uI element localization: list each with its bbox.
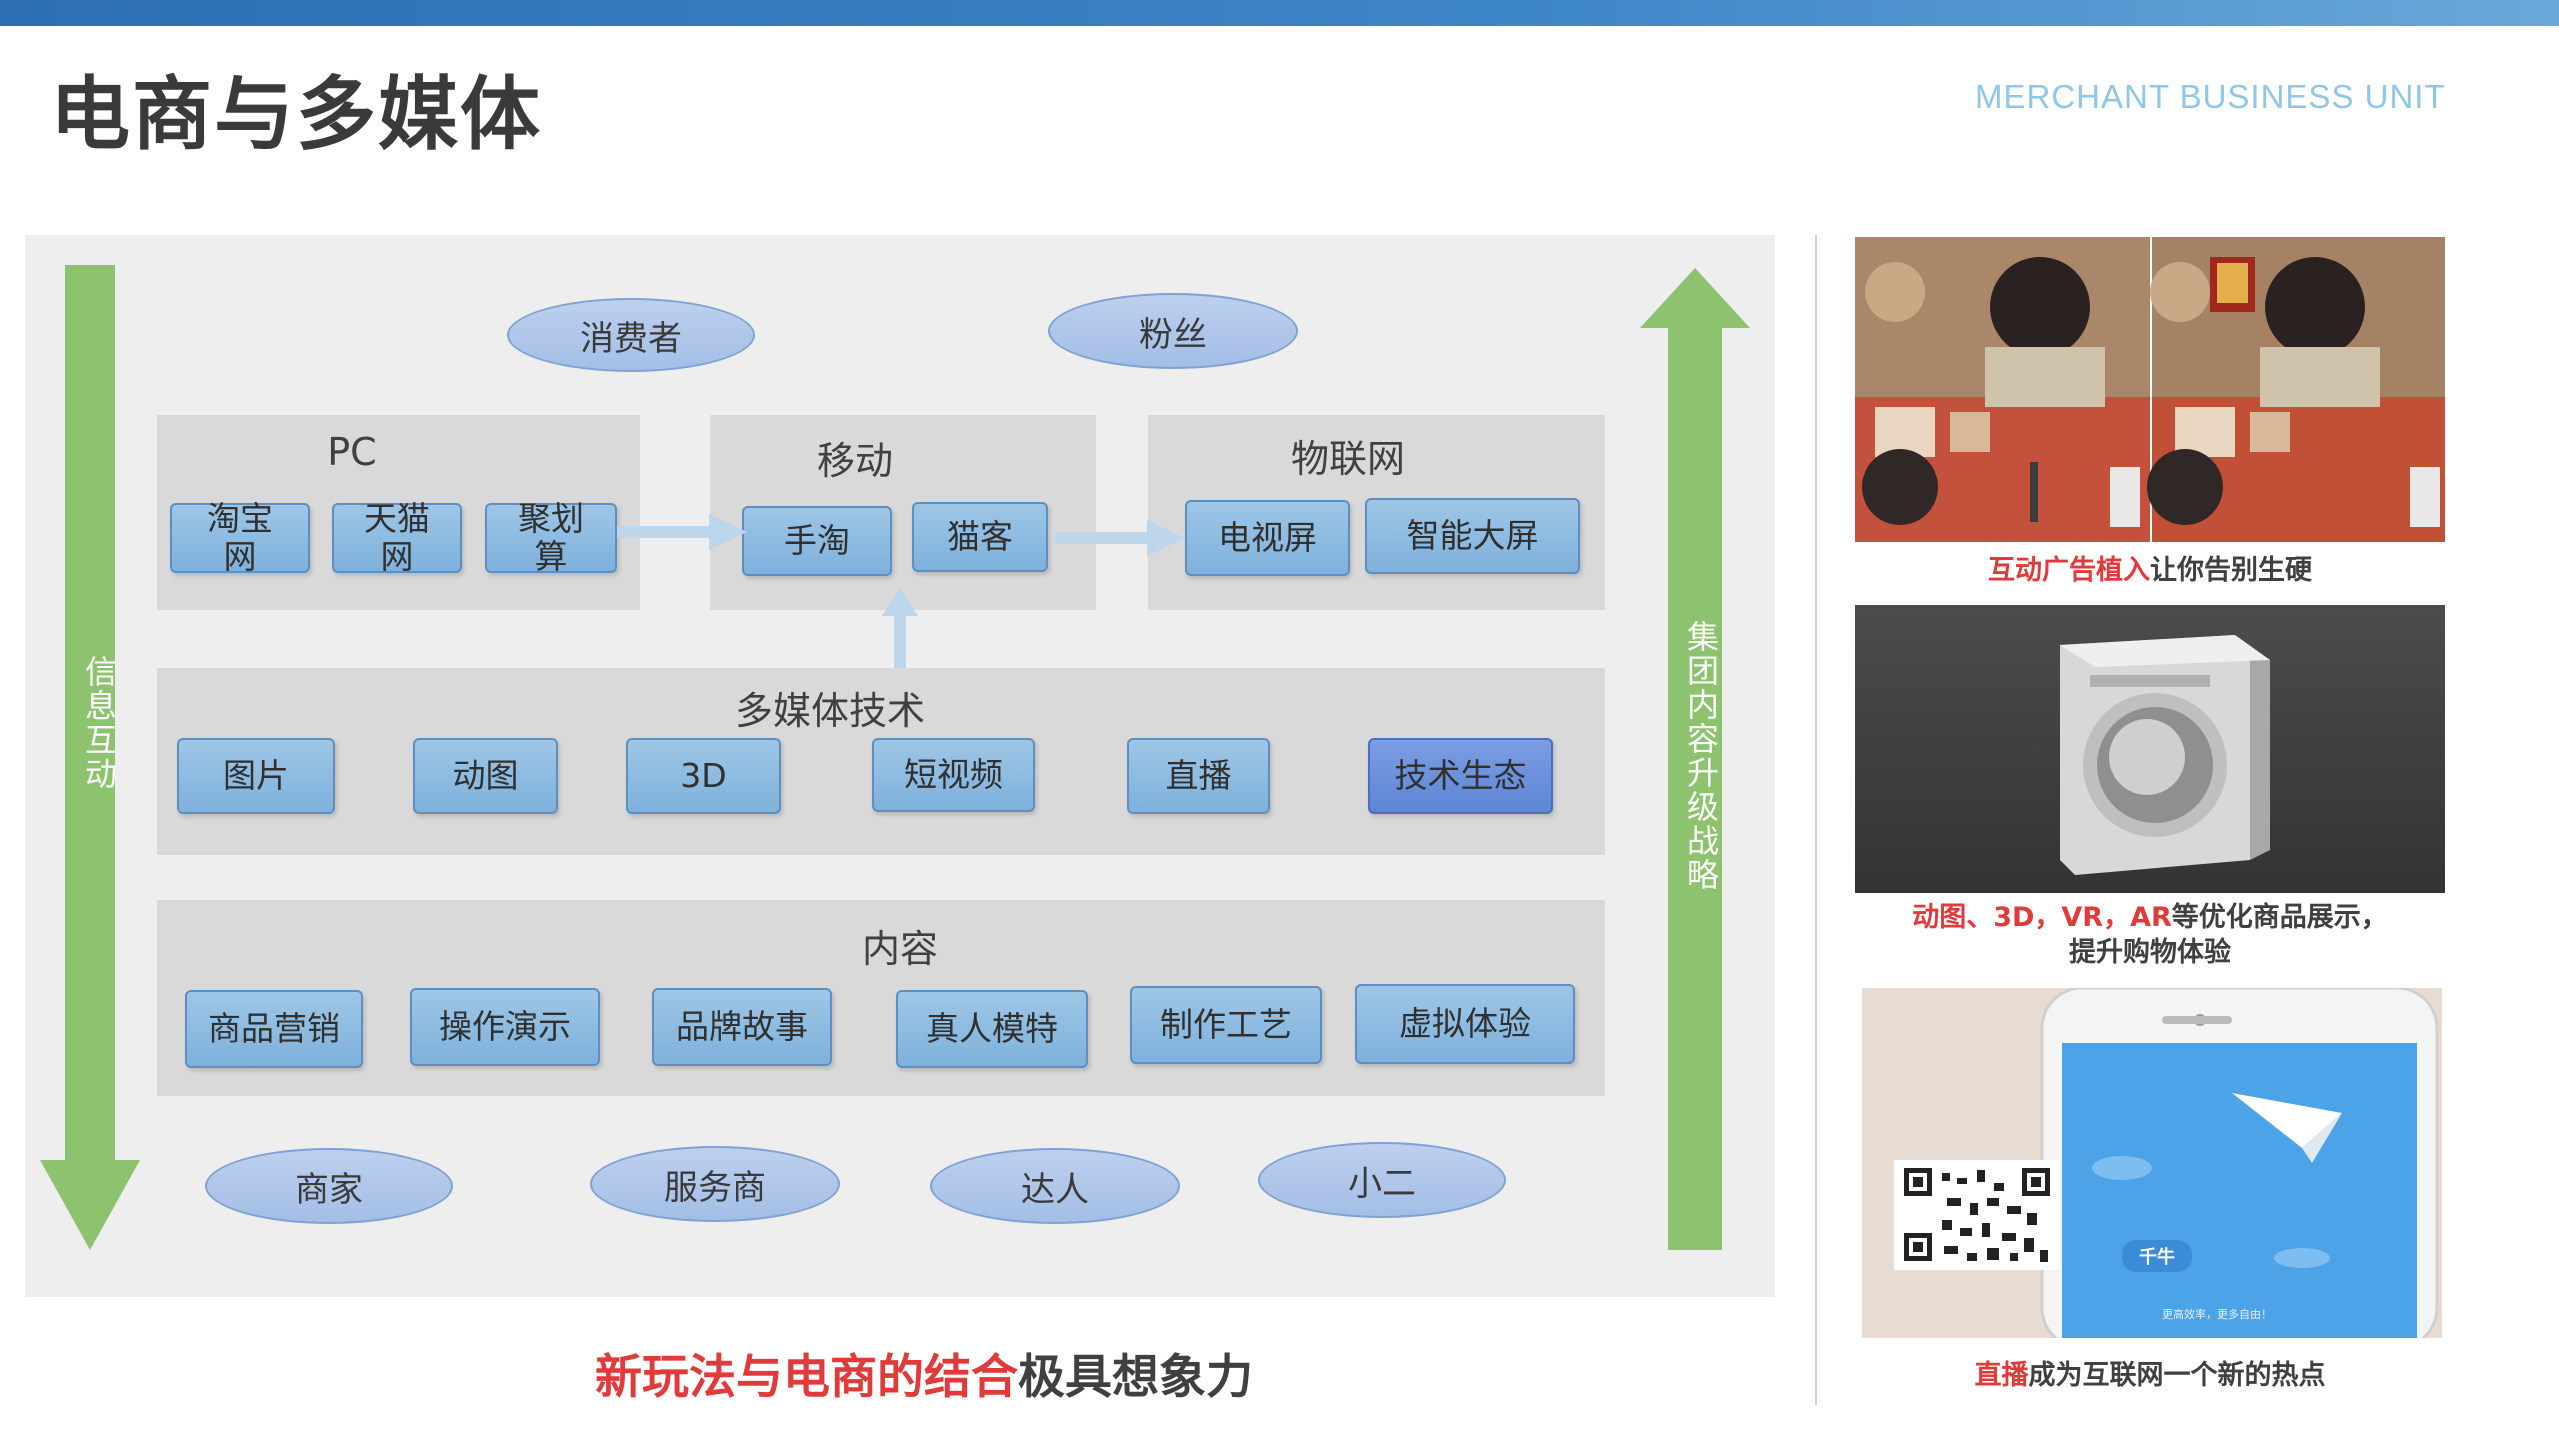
caption1-highlight: 互动广告植入	[1988, 555, 2150, 586]
live-streaming-phone-image: 千牛 更高效率，更多自由！	[1862, 988, 2442, 1338]
washing-machine-3d-image	[1855, 605, 2445, 893]
caption1-rest: 让你告别生硬	[2150, 555, 2312, 586]
maoke-box: 猫客	[912, 502, 1048, 572]
caption2-highlight: 动图、3D，VR，AR	[1912, 902, 2172, 933]
caption-interactive-ad: 互动广告植入让你告别生硬	[1855, 553, 2445, 588]
3d-box: 3D	[626, 738, 781, 814]
image-box: 图片	[177, 738, 335, 814]
slogan-highlight: 新玩法与电商的结合	[595, 1350, 1018, 1405]
staff-ellipse: 小二	[1258, 1142, 1506, 1218]
interactive-ad-photo	[1855, 237, 2445, 542]
iot-label: 物联网	[1290, 437, 1405, 481]
multimedia-label: 多媒体技术	[734, 689, 925, 733]
shoutao-box: 手淘	[742, 506, 892, 576]
page-title: 电商与多媒体	[50, 68, 542, 161]
tmall-box: 天猫网	[332, 500, 462, 575]
tech-ecosystem-box: 技术生态	[1368, 738, 1553, 814]
info-interaction-arrow	[40, 265, 140, 1250]
top-banner-bar	[0, 0, 2559, 26]
page-subtitle: MERCHANT BUSINESS UNIT	[1975, 78, 2446, 115]
caption-3d-display: 动图、3D，VR，AR等优化商品展示， 提升购物体验	[1855, 900, 2445, 970]
brand-story-box: 品牌故事	[652, 988, 832, 1066]
operation-demo-box: 操作演示	[410, 988, 600, 1066]
phone-badge-text: 千牛	[2139, 1246, 2175, 1268]
mobile-to-iot-arrow	[1055, 520, 1185, 556]
right-arrow-label: 集团内容升级战略	[1682, 620, 1720, 892]
mobile-label: 移动	[816, 439, 893, 483]
phone-tagline-text: 更高效率，更多自由！	[2162, 1307, 2272, 1321]
content-label: 内容	[861, 927, 938, 971]
service-provider-ellipse: 服务商	[590, 1146, 840, 1222]
caption2-rest: 等优化商品展示，	[2171, 902, 2388, 933]
smart-screen-box: 智能大屏	[1365, 498, 1580, 574]
fans-ellipse: 粉丝	[1048, 293, 1298, 369]
influencer-ellipse: 达人	[930, 1148, 1180, 1224]
gif-box: 动图	[413, 738, 558, 814]
craftsmanship-box: 制作工艺	[1130, 986, 1322, 1064]
virtual-experience-box: 虚拟体验	[1355, 984, 1575, 1064]
caption2-line2: 提升购物体验	[2069, 937, 2231, 969]
caption3-highlight: 直播	[1974, 1360, 2029, 1391]
tech-to-mobile-arrow	[882, 588, 918, 678]
short-video-box: 短视频	[872, 738, 1035, 812]
real-model-box: 真人模特	[896, 990, 1088, 1068]
pc-label: PC	[327, 430, 377, 474]
left-arrow-label: 信息互动	[80, 655, 118, 791]
product-marketing-box: 商品营销	[185, 990, 363, 1068]
live-stream-box: 直播	[1127, 738, 1270, 814]
caption3-rest: 成为互联网一个新的热点	[2028, 1360, 2326, 1391]
tv-screen-box: 电视屏	[1185, 500, 1350, 576]
merchant-ellipse: 商家	[205, 1148, 453, 1224]
column-divider	[1815, 235, 1817, 1405]
caption-live-stream: 直播成为互联网一个新的热点	[1855, 1358, 2445, 1393]
slogan-rest: 极具想象力	[1018, 1350, 1253, 1405]
pc-to-mobile-arrow	[617, 514, 747, 550]
consumer-ellipse: 消费者	[507, 298, 755, 372]
bottom-slogan: 新玩法与电商的结合极具想象力	[595, 1338, 1253, 1407]
content-upgrade-arrow	[1640, 268, 1750, 1250]
juhuasuan-box: 聚划算	[485, 500, 617, 575]
taobao-box: 淘宝网	[170, 500, 310, 575]
